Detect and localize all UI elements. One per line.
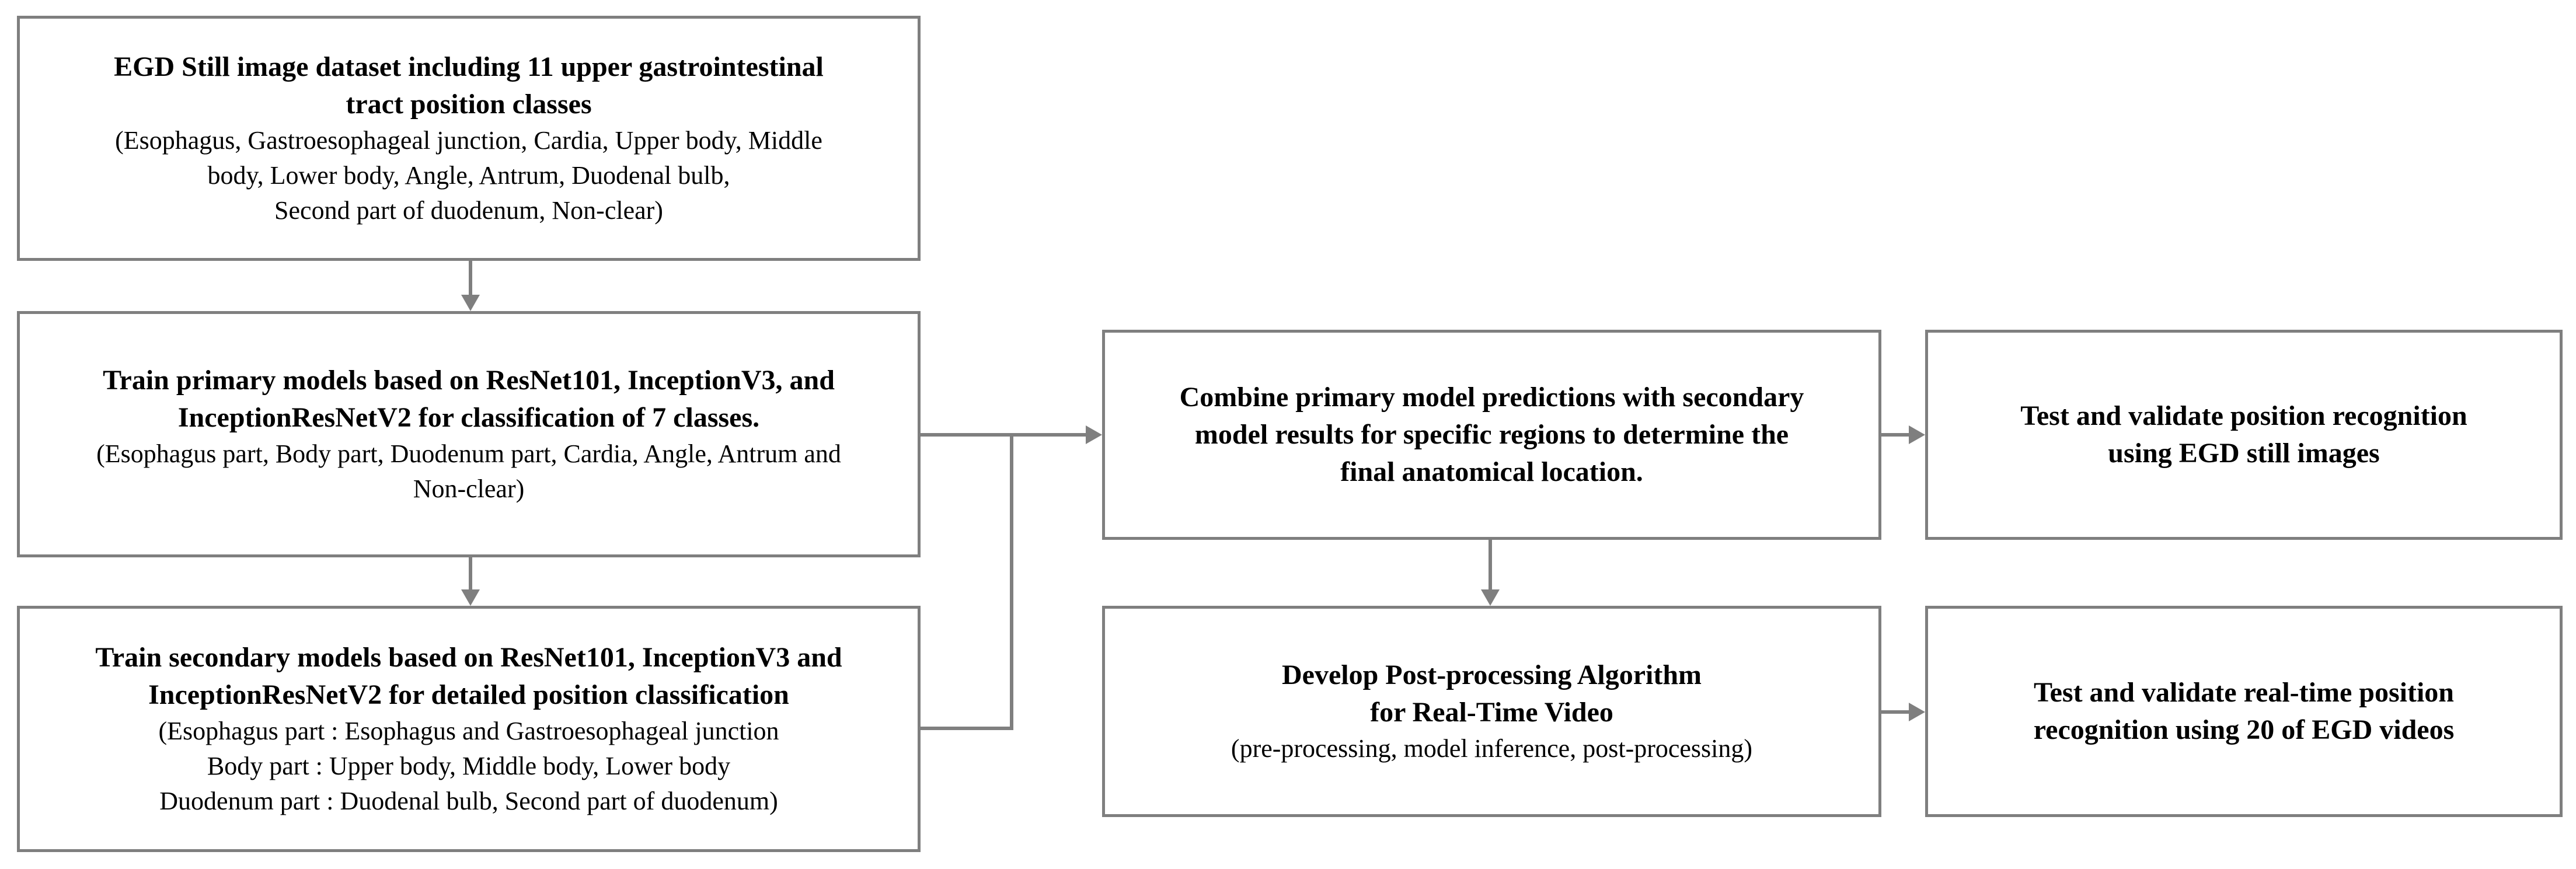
- postproc-subtitle: (pre-processing, model inference, post-p…: [1231, 731, 1752, 766]
- arrowhead-combine-to-test-still: [1909, 425, 1925, 444]
- combine-title-line-2: model results for specific regions to de…: [1194, 419, 1789, 450]
- combine-title: Combine primary model predictions with s…: [1180, 379, 1804, 491]
- secondary-sub-line-2: Body part : Upper body, Middle body, Low…: [207, 752, 731, 780]
- arrowhead-combine-to-postproc: [1481, 589, 1500, 606]
- test-still-title: Test and validate position recognition u…: [2020, 397, 2467, 472]
- postproc-title-line-1: Develop Post-processing Algorithm: [1281, 659, 1702, 690]
- primary-models-box: Train primary models based on ResNet101,…: [17, 311, 921, 557]
- arrowhead-dataset-to-primary: [461, 295, 480, 311]
- secondary-title: Train secondary models based on ResNet10…: [95, 639, 842, 714]
- dataset-subtitle: (Esophagus, Gastroesophageal junction, C…: [115, 123, 822, 228]
- primary-sub-line-2: Non-clear): [413, 474, 525, 503]
- primary-subtitle: (Esophagus part, Body part, Duodenum par…: [96, 437, 841, 507]
- secondary-title-line-2: InceptionResNetV2 for detailed position …: [148, 679, 789, 710]
- dataset-title-line-1: EGD Still image dataset including 11 upp…: [114, 51, 824, 82]
- test-video-title-line-1: Test and validate real-time position: [2033, 677, 2454, 708]
- post-processing-box: Develop Post-processing Algorithm for Re…: [1102, 606, 1881, 817]
- test-video-box: Test and validate real-time position rec…: [1925, 606, 2563, 817]
- postproc-sub-line-1: (pre-processing, model inference, post-p…: [1231, 734, 1753, 763]
- test-still-images-box: Test and validate position recognition u…: [1925, 330, 2563, 540]
- dataset-sub-line-2: body, Lower body, Angle, Antrum, Duodena…: [207, 161, 730, 190]
- postproc-title: Develop Post-processing Algorithm for Re…: [1282, 657, 1702, 731]
- dataset-sub-line-3: Second part of duodenum, Non-clear): [274, 196, 663, 225]
- arrowhead-to-combine: [1086, 425, 1102, 444]
- secondary-models-box: Train secondary models based on ResNet10…: [17, 606, 921, 852]
- dataset-box: EGD Still image dataset including 11 upp…: [17, 16, 921, 261]
- combine-title-line-1: Combine primary model predictions with s…: [1179, 382, 1804, 413]
- test-video-title: Test and validate real-time position rec…: [2034, 674, 2455, 749]
- combine-title-line-3: final anatomical location.: [1340, 456, 1643, 487]
- primary-title: Train primary models based on ResNet101,…: [103, 362, 835, 437]
- primary-title-line-1: Train primary models based on ResNet101,…: [103, 365, 835, 396]
- secondary-subtitle: (Esophagus part : Esophagus and Gastroes…: [158, 714, 779, 819]
- secondary-title-line-1: Train secondary models based on ResNet10…: [95, 642, 842, 673]
- postproc-title-line-2: for Real-Time Video: [1370, 697, 1613, 728]
- secondary-sub-line-3: Duodenum part : Duodenal bulb, Second pa…: [159, 787, 778, 815]
- primary-sub-line-1: (Esophagus part, Body part, Duodenum par…: [96, 439, 841, 468]
- secondary-sub-line-1: (Esophagus part : Esophagus and Gastroes…: [158, 717, 779, 745]
- test-still-title-line-1: Test and validate position recognition: [2020, 400, 2467, 431]
- dataset-title-line-2: tract position classes: [346, 89, 592, 120]
- dataset-title: EGD Still image dataset including 11 upp…: [114, 48, 824, 123]
- test-video-title-line-2: recognition using 20 of EGD videos: [2033, 714, 2455, 745]
- dataset-sub-line-1: (Esophagus, Gastroesophageal junction, C…: [115, 126, 822, 155]
- arrowhead-postproc-to-test-video: [1909, 703, 1925, 721]
- primary-title-line-2: InceptionResNetV2 for classification of …: [177, 402, 760, 433]
- arrowhead-primary-to-secondary: [461, 589, 480, 606]
- test-still-title-line-2: using EGD still images: [2108, 438, 2380, 469]
- combine-predictions-box: Combine primary model predictions with s…: [1102, 330, 1881, 540]
